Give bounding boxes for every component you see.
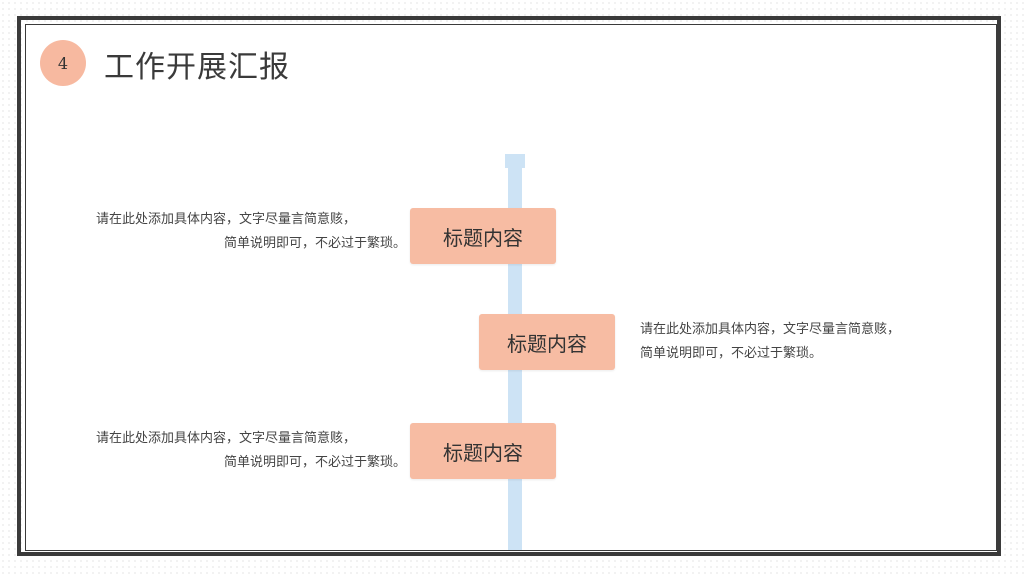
item-1-line-2: 简单说明即可，不必过于繁琐。 xyxy=(223,236,406,251)
item-1-tag[interactable]: 标题内容 xyxy=(410,208,556,264)
section-number: 4 xyxy=(57,53,69,73)
item-2-description: 请在此处添加具体内容，文字尽量言简意赅， 简单说明即可，不必过于繁琐。 xyxy=(640,318,950,366)
item-3-line-2: 简单说明即可，不必过于繁琐。 xyxy=(223,455,406,470)
item-3-tag-label: 标题内容 xyxy=(443,440,523,465)
item-1-line-1: 请在此处添加具体内容，文字尽量言简意赅， xyxy=(96,212,357,227)
item-3-line-1: 请在此处添加具体内容，文字尽量言简意赅， xyxy=(96,431,357,446)
section-number-badge: 4 xyxy=(40,40,86,86)
item-2-tag[interactable]: 标题内容 xyxy=(479,314,615,370)
item-3-description: 请在此处添加具体内容，文字尽量言简意赅， 简单说明即可，不必过于繁琐。 xyxy=(96,427,406,475)
outer-frame xyxy=(17,16,1001,556)
item-2-line-1: 请在此处添加具体内容，文字尽量言简意赅， xyxy=(640,322,901,337)
item-2-tag-label: 标题内容 xyxy=(507,331,587,356)
item-3-tag[interactable]: 标题内容 xyxy=(410,423,556,479)
item-1-tag-label: 标题内容 xyxy=(443,225,523,250)
page-title: 工作开展汇报 xyxy=(104,50,290,85)
item-2-line-2: 简单说明即可，不必过于繁琐。 xyxy=(640,346,823,361)
item-1-description: 请在此处添加具体内容，文字尽量言简意赅， 简单说明即可，不必过于繁琐。 xyxy=(96,208,406,256)
